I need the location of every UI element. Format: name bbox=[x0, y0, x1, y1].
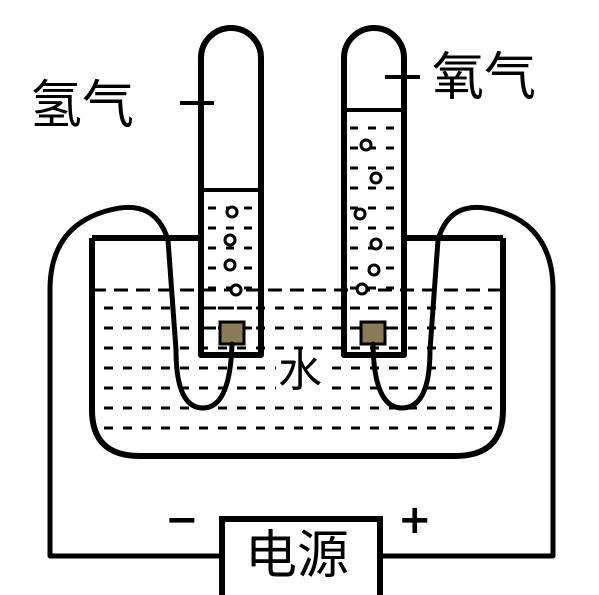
water-trough bbox=[89, 238, 506, 459]
negative-wire bbox=[47, 204, 235, 559]
oxygen-tube bbox=[341, 25, 407, 358]
oxygen-electrode bbox=[359, 320, 387, 346]
bubble bbox=[355, 282, 369, 296]
bubble bbox=[353, 207, 367, 221]
bubble bbox=[359, 138, 373, 152]
oxygen-label: 氧气 bbox=[432, 48, 537, 108]
hydrogen-bubbles bbox=[223, 205, 243, 297]
bubble bbox=[369, 237, 383, 251]
hydrogen-electrode bbox=[218, 320, 246, 346]
power-supply-label: 电源 bbox=[245, 526, 350, 586]
bubble bbox=[225, 205, 239, 219]
positive-terminal-sign: + bbox=[398, 497, 432, 543]
hydrogen-tube bbox=[198, 25, 264, 358]
bubble bbox=[223, 233, 237, 247]
bubble bbox=[229, 283, 243, 297]
positive-wire bbox=[370, 204, 556, 559]
bubble bbox=[223, 258, 237, 272]
negative-terminal-sign: − bbox=[165, 497, 199, 543]
bubble bbox=[367, 263, 381, 277]
hydrogen-label: 氢气 bbox=[30, 76, 135, 136]
power-supply-box bbox=[219, 516, 383, 595]
bubble bbox=[369, 171, 383, 185]
oxygen-tube-liquid bbox=[350, 126, 400, 330]
water-label: 水 bbox=[276, 346, 324, 397]
oxygen-bubbles bbox=[353, 138, 383, 296]
